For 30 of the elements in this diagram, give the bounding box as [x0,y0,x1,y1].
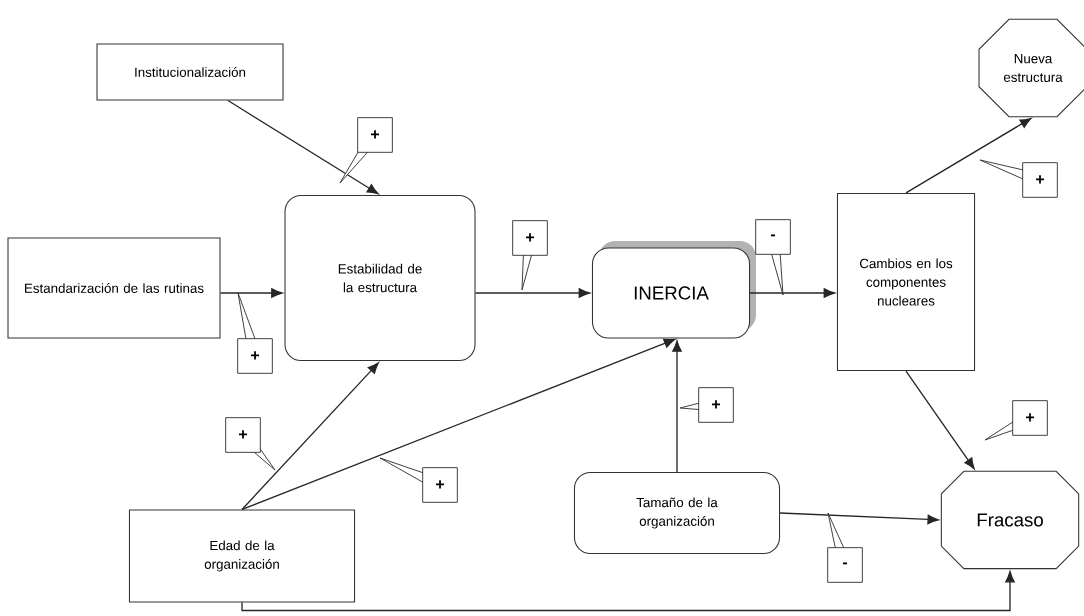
process-box: Cambios en los componentes nucleares [836,192,976,372]
octagon-box: Nueva estructura [978,18,1084,118]
rounded-box: Tamaño de la organización [573,471,781,555]
arrow [241,571,1015,612]
arrow [905,117,1032,194]
rounded-box: INERCIA [591,241,756,339]
edge-label: - [755,219,791,296]
arrow [241,338,676,511]
edge-label: + [984,400,1048,441]
edge-label: + [379,457,458,503]
edge-label: + [225,417,276,471]
edge-label: - [827,512,863,583]
process-box: Estandarización de las rutinas [7,237,221,339]
octagon-box: Fracaso [940,470,1080,570]
arrow [905,370,975,470]
arrow [241,362,379,511]
edge-label: + [339,117,393,184]
rounded-box: Estabilidad de la estructura [284,194,476,362]
process-box: Institucionalización [96,43,284,101]
edge-label: + [512,220,548,291]
edge-label: + [237,292,273,374]
arrow [672,340,682,473]
edge-label: + [979,159,1058,198]
arrow [779,512,939,525]
edge-label: + [679,387,734,423]
arrow [219,288,283,298]
arrow [749,288,835,298]
process-box: Edad de la organización [128,509,356,603]
arrow [474,288,590,298]
arrow [227,99,379,195]
